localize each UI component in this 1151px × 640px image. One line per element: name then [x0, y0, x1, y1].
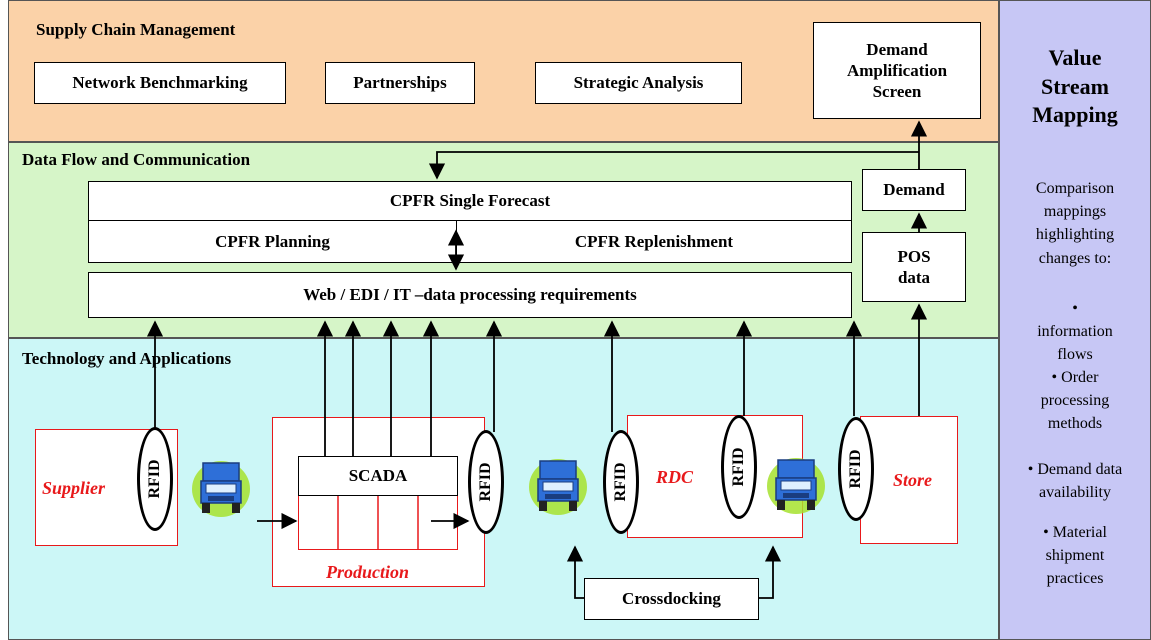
vsm-item: • information flows [1037, 300, 1113, 364]
pos-data-box: POS data [862, 232, 966, 302]
tech-band-title: Technology and Applications [22, 349, 232, 368]
cpfr-replenishment-box: CPFR Replenishment [456, 220, 852, 263]
dfc-band-title: Data Flow and Communication [22, 150, 251, 169]
value-stream-mapping-panel [999, 0, 1151, 640]
vsm-item: • Demand data availability [1027, 461, 1123, 502]
store-box [860, 416, 958, 544]
rfid-tag-icon: RFID [721, 415, 757, 519]
truck-icon [767, 458, 825, 514]
rfid-label: RFID [146, 459, 163, 499]
store-label: Store [893, 470, 933, 490]
strategic-analysis-box: Strategic Analysis [535, 62, 742, 104]
rdc-label: RDC [656, 467, 694, 487]
vsm-title: Value Stream Mapping [1032, 45, 1118, 128]
rfid-label: RFID [612, 462, 629, 502]
rfid-tag-icon: RFID [838, 417, 874, 521]
truck-icon [192, 461, 250, 517]
rfid-tag-icon: RFID [137, 427, 173, 531]
vsm-item: • Material shipment practices [1043, 524, 1107, 588]
vsm-item: • Order processing methods [1040, 369, 1110, 433]
rfid-label: RFID [730, 447, 747, 487]
scm-band-title: Supply Chain Management [36, 20, 236, 39]
vsm-intro: Comparison mappings highlighting changes… [1035, 180, 1115, 267]
network-benchmarking-box: Network Benchmarking [34, 62, 286, 104]
web-edi-it-box: Web / EDI / IT –data processing requirem… [88, 272, 852, 318]
rfid-tag-icon: RFID [468, 430, 504, 534]
rfid-tag-icon: RFID [603, 430, 639, 534]
cpfr-planning-box: CPFR Planning [88, 220, 457, 263]
partnerships-box: Partnerships [325, 62, 475, 104]
crossdocking-box: Crossdocking [584, 578, 759, 620]
rfid-label: RFID [477, 462, 494, 502]
scada-box: SCADA [298, 456, 458, 496]
truck-icon [529, 459, 587, 515]
production-label: Production [326, 562, 410, 582]
supplier-label: Supplier [42, 478, 106, 498]
demand-box: Demand [862, 169, 966, 211]
demand-amplification-screen-box: Demand Amplification Screen [813, 22, 981, 119]
rfid-label: RFID [847, 449, 864, 489]
